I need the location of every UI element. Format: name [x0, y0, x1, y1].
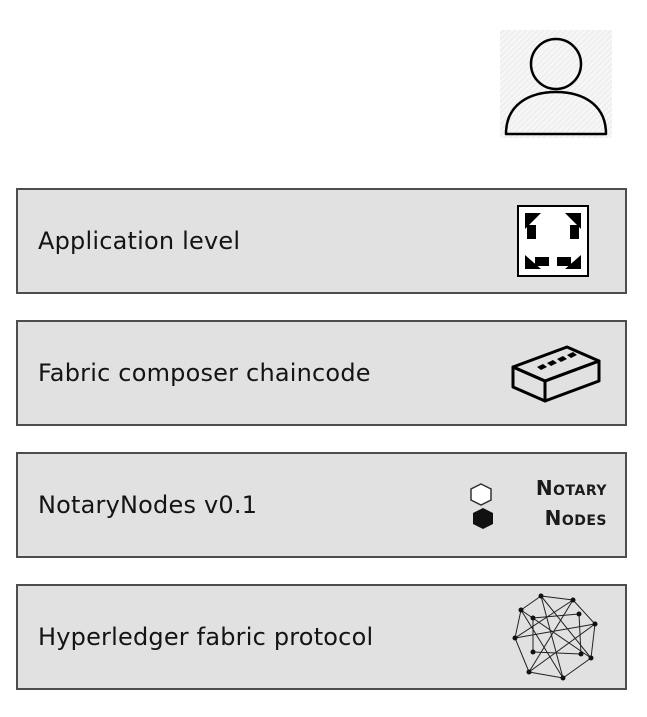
layer-chaincode: Fabric composer chaincode: [16, 320, 627, 426]
expand-arrows-icon: [517, 205, 589, 277]
layer-label: Application level: [38, 227, 241, 255]
hyperledger-network-icon: [511, 592, 601, 682]
layer-label: NotaryNodes v0.1: [38, 491, 258, 519]
user-icon: [500, 30, 612, 138]
logo-line-1: Notary: [535, 476, 607, 500]
layer-label: Hyperledger fabric protocol: [38, 623, 374, 651]
layer-application-level: Application level: [16, 188, 627, 294]
logo-line-2: Nodes: [544, 506, 607, 530]
hexagon-icon: [470, 483, 493, 529]
notarynodes-logo: Notary Nodes: [467, 470, 607, 540]
layer-label: Fabric composer chaincode: [38, 359, 371, 387]
layer-notarynodes: NotaryNodes v0.1 Notary Nodes: [16, 452, 627, 558]
brick-icon: [507, 341, 603, 405]
layer-hyperledger: Hyperledger fabric protocol: [16, 584, 627, 690]
